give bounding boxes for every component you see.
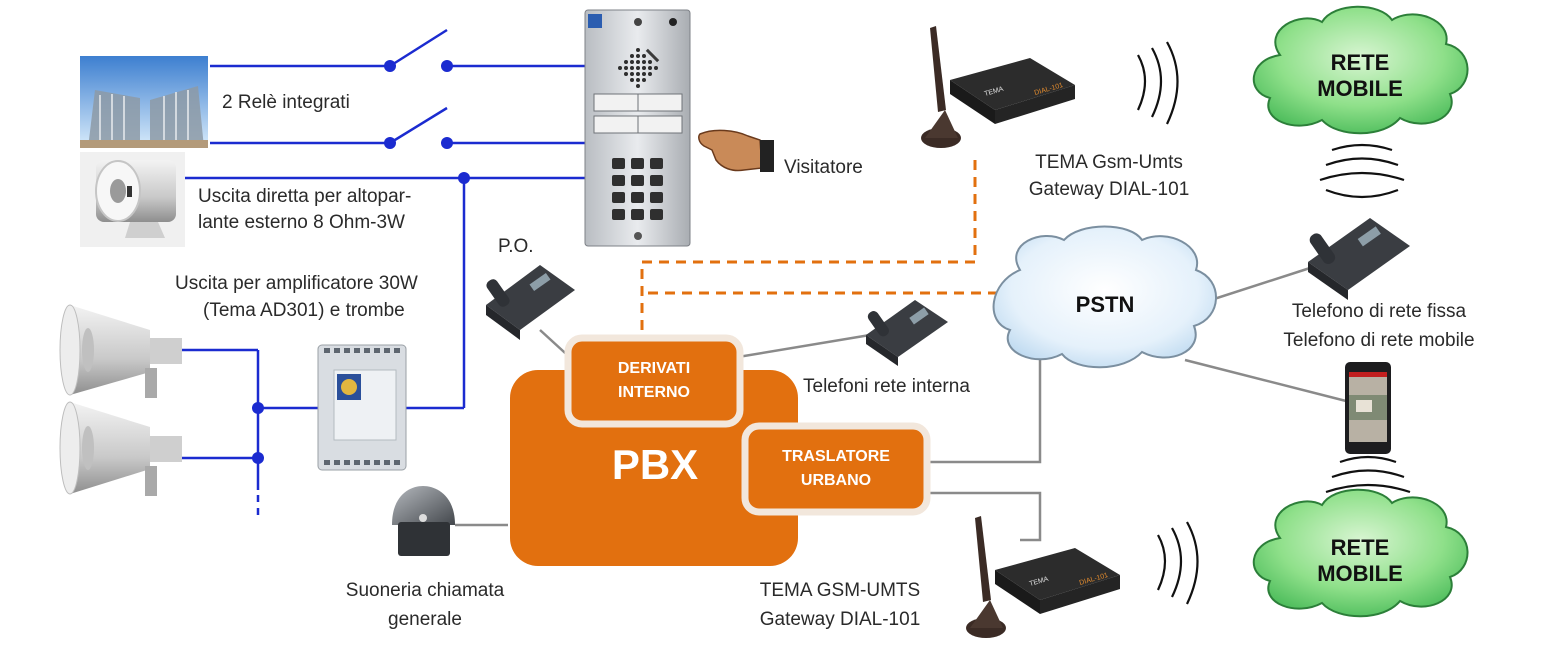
fixed-phone-label-1: Telefono di rete fissa — [1291, 301, 1467, 322]
traslatore-box — [741, 422, 931, 516]
fixed-phone-label-2: Telefono di rete mobile — [1283, 330, 1475, 351]
cloud-pstn — [992, 225, 1217, 369]
pbx-label: PBX — [611, 441, 699, 488]
rete-mobile-bottom-line-2: MOBILE — [1317, 561, 1403, 586]
bell-icon — [392, 486, 455, 556]
visitor-label: Visitatore — [784, 157, 863, 178]
gateway-bottom: TEMA DIAL-101 — [966, 516, 1120, 638]
horn-speaker-2 — [59, 401, 182, 496]
cloud-rete-mobile-top — [1252, 5, 1469, 135]
rete-mobile-top-label: RETE MOBILE — [1290, 48, 1430, 104]
pointing-hand-icon — [698, 129, 774, 172]
relays-label: 2 Relè integrati — [222, 92, 350, 113]
wall-speaker — [80, 152, 185, 247]
desk-phone-internal — [866, 300, 948, 366]
gateway-top-label-2: Gateway DIAL-101 — [1028, 179, 1190, 200]
derivati-label: DERIVATI INTERNO — [572, 350, 736, 412]
horn-speaker-1 — [59, 304, 182, 398]
derivati-line-2: INTERNO — [618, 384, 690, 401]
pstn-label: PSTN — [1075, 292, 1135, 317]
bell-label-2: generale — [388, 609, 462, 630]
derivati-box — [564, 334, 744, 428]
gateway-bottom-label-2: Gateway DIAL-101 — [759, 609, 921, 630]
rete-mobile-bottom-label: RETE MOBILE — [1290, 533, 1430, 589]
rete-mobile-bottom-line-1: RETE — [1330, 535, 1390, 560]
direct-out-label-2: lante esterno 8 Ohm-3W — [198, 212, 405, 233]
rete-mobile-top-line-2: MOBILE — [1317, 76, 1403, 101]
desk-phone-po — [486, 265, 575, 340]
gsm-links — [640, 160, 1002, 335]
mobile-phone — [1345, 362, 1391, 454]
desk-phone-fixed — [1308, 218, 1410, 300]
gateway-top-label-1: TEMA Gsm-Umts — [1035, 152, 1183, 173]
gate-photo — [80, 56, 208, 148]
traslatore-label: TRASLATORE URBANO — [749, 438, 923, 500]
gateway-bottom-label-1: TEMA GSM-UMTS — [759, 580, 921, 601]
cloud-rete-mobile-bottom — [1252, 488, 1469, 618]
traslatore-line-1: TRASLATORE — [782, 448, 890, 465]
po-label: P.O. — [498, 236, 534, 257]
intercom-panel — [584, 9, 691, 247]
amp-out-label-1: Uscita per amplificatore 30W — [175, 273, 418, 294]
rete-mobile-top-line-1: RETE — [1330, 50, 1390, 75]
amp-out-label-2: (Tema AD301) e trombe — [203, 300, 405, 321]
wire-junctions — [252, 60, 470, 464]
speaker-grille — [645, 48, 660, 63]
direct-out-label-1: Uscita diretta per altopar- — [198, 186, 412, 207]
gateway-top: TEMA DIAL-101 — [921, 26, 1075, 148]
derivati-line-1: DERIVATI — [617, 360, 691, 377]
bell-label-1: Suoneria chiamata — [345, 580, 505, 601]
internal-phones-label: Telefoni rete interna — [803, 376, 970, 397]
relay-wires — [182, 28, 585, 520]
traslatore-line-2: URBANO — [800, 472, 872, 489]
amplifier-module — [317, 344, 407, 471]
